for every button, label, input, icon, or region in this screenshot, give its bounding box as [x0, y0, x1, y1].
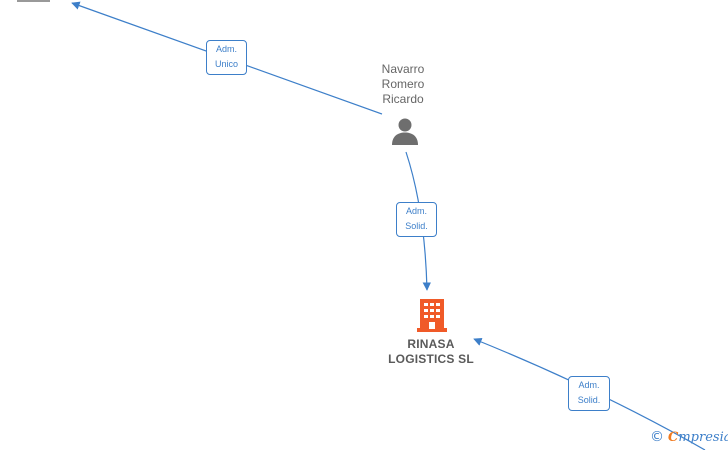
edge-label-adm-unico: Adm. Unico — [206, 40, 247, 75]
building-icon[interactable] — [417, 297, 447, 333]
offscreen-node-stub — [17, 0, 50, 2]
copyright-icon: © — [650, 429, 664, 445]
edge-label-adm-solid-person: Adm. Solid. — [396, 202, 437, 237]
company-node-name[interactable]: RINASA LOGISTICS SL — [370, 337, 492, 367]
edge-label-adm-solid-external: Adm. Solid. — [568, 376, 610, 411]
edge-label-line: Adm. — [405, 206, 427, 216]
empresia-watermark: © Cmpresia — [650, 429, 728, 449]
person-name-line: Romero — [381, 77, 425, 91]
edge-label-line: Adm. — [215, 44, 237, 54]
edge-label-line: Solid. — [405, 221, 428, 231]
edge-label-line: Solid. — [577, 395, 601, 405]
person-name-line: Navarro — [381, 62, 425, 76]
brand-initial: C — [668, 430, 679, 445]
person-icon[interactable] — [390, 116, 420, 146]
company-name-line: RINASA — [407, 337, 455, 351]
edge-label-line: Unico — [214, 59, 238, 69]
person-node-name[interactable]: Navarro Romero Ricardo — [363, 62, 443, 107]
edge-label-line: Adm. — [578, 380, 600, 390]
person-name-line: Ricardo — [382, 92, 424, 106]
brand-name: mpresia — [678, 430, 728, 445]
company-name-line: LOGISTICS SL — [388, 352, 474, 366]
